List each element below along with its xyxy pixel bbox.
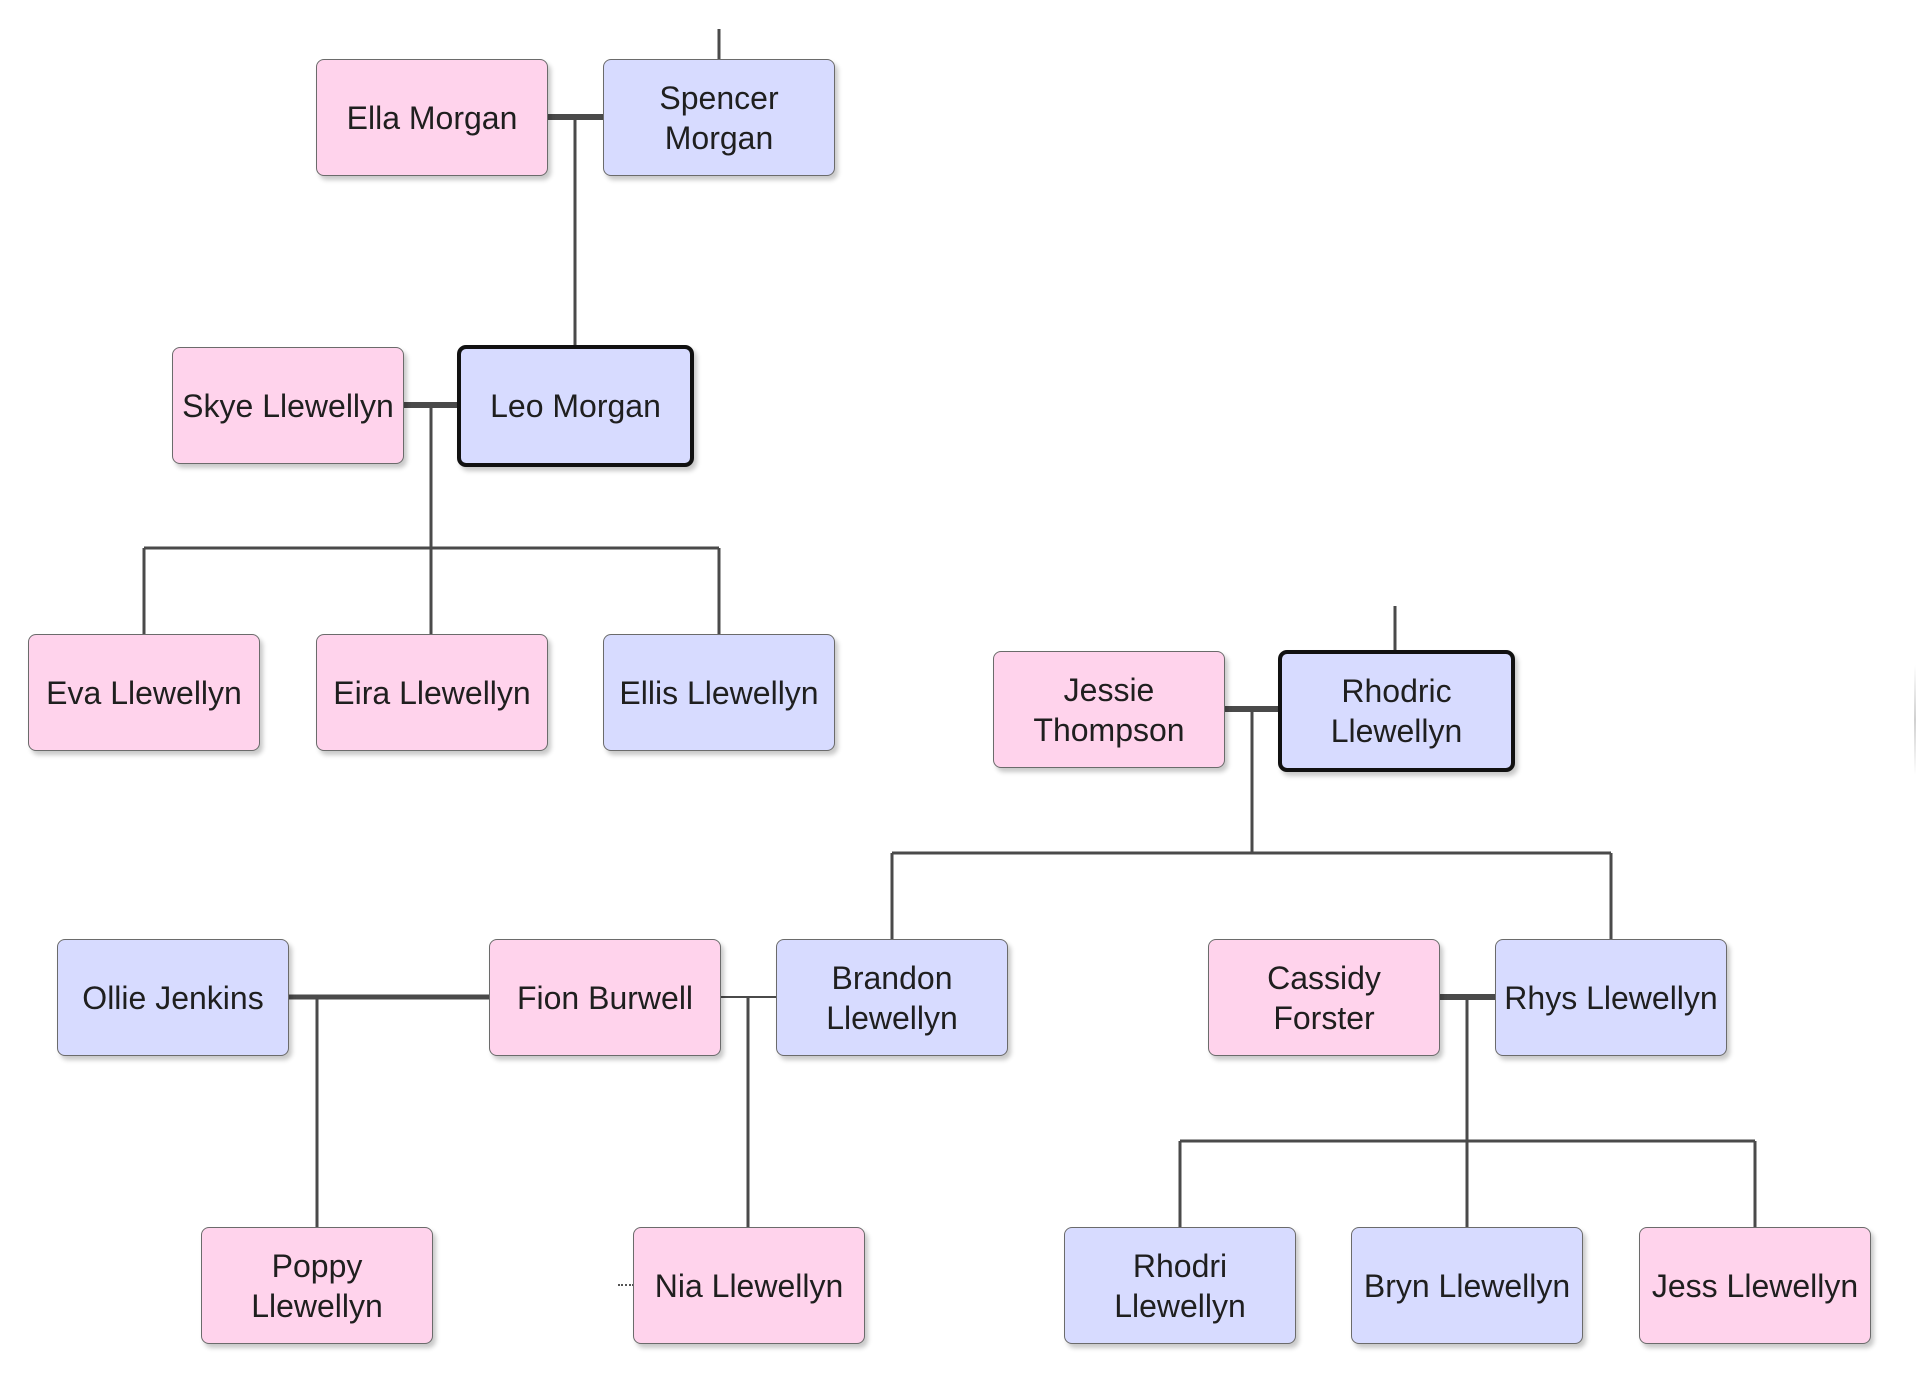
person-name: Jessie Thompson: [1033, 671, 1185, 748]
person-card-eira-llewellyn[interactable]: Eira Llewellyn: [316, 634, 548, 751]
person-card-nia-llewellyn[interactable]: Nia Llewellyn: [633, 1227, 865, 1344]
person-card-jess-llewellyn[interactable]: Jess Llewellyn: [1639, 1227, 1871, 1344]
person-name: Rhodri Llewellyn: [1114, 1247, 1246, 1324]
person-name: Jess Llewellyn: [1651, 1267, 1859, 1304]
person-card-ellis-llewellyn[interactable]: Ellis Llewellyn: [603, 634, 835, 751]
person-card-ella-morgan[interactable]: Ella Morgan: [316, 59, 548, 176]
dotted-connector-mark: [618, 1284, 634, 1286]
person-card-eva-llewellyn[interactable]: Eva Llewellyn: [28, 634, 260, 751]
person-card-spencer-morgan[interactable]: Spencer Morgan: [603, 59, 835, 176]
person-name: Leo Morgan: [490, 388, 661, 424]
person-card-poppy-llewellyn[interactable]: Poppy Llewellyn: [201, 1227, 433, 1344]
person-name: Nia Llewellyn: [654, 1267, 844, 1304]
person-card-bryn-llewellyn[interactable]: Bryn Llewellyn: [1351, 1227, 1583, 1344]
person-card-skye-llewellyn[interactable]: Skye Llewellyn: [172, 347, 404, 464]
person-name: Ollie Jenkins: [82, 979, 264, 1016]
person-card-cassidy-forster[interactable]: Cassidy Forster: [1208, 939, 1440, 1056]
person-name: Cassidy Forster: [1267, 959, 1381, 1036]
person-name: Bryn Llewellyn: [1363, 1267, 1571, 1304]
person-card-leo-morgan[interactable]: Leo Morgan: [457, 345, 694, 467]
person-card-brandon-llewellyn[interactable]: Brandon Llewellyn: [776, 939, 1008, 1056]
person-card-ollie-jenkins[interactable]: Ollie Jenkins: [57, 939, 289, 1056]
person-name: Spencer Morgan: [659, 79, 779, 156]
person-card-jessie-thompson[interactable]: Jessie Thompson: [993, 651, 1225, 768]
person-card-rhodric-llewellyn[interactable]: Rhodric Llewellyn: [1278, 650, 1515, 772]
person-name: Eva Llewellyn: [46, 674, 242, 711]
person-card-rhys-llewellyn[interactable]: Rhys Llewellyn: [1495, 939, 1727, 1056]
person-card-rhodri-llewellyn[interactable]: Rhodri Llewellyn: [1064, 1227, 1296, 1344]
person-name: Brandon Llewellyn: [826, 959, 958, 1036]
person-name: Rhodric Llewellyn: [1330, 673, 1463, 749]
person-name: Eira Llewellyn: [333, 674, 531, 711]
person-name: Rhys Llewellyn: [1504, 979, 1718, 1016]
edge-shadow-mark: [1914, 665, 1916, 775]
person-name: Ellis Llewellyn: [619, 674, 819, 711]
person-name: Poppy Llewellyn: [251, 1247, 383, 1324]
person-name: Fion Burwell: [516, 979, 694, 1016]
person-name: Ella Morgan: [346, 99, 518, 136]
person-card-fion-burwell[interactable]: Fion Burwell: [489, 939, 721, 1056]
person-name: Skye Llewellyn: [182, 387, 394, 424]
